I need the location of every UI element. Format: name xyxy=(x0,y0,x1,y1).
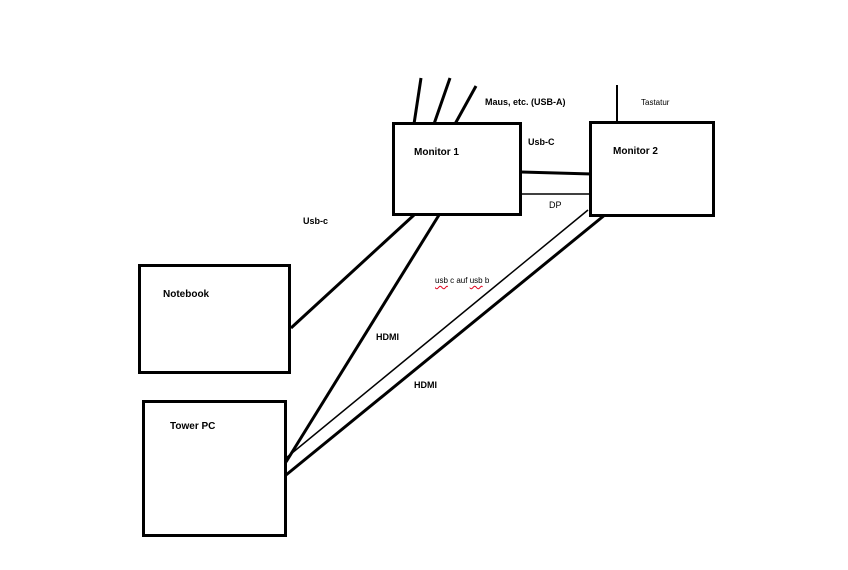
usb-a-cable-2 xyxy=(432,77,452,125)
hdmi-monitor2-tower-link xyxy=(285,212,607,477)
usbc-lower-label: Usb-c xyxy=(303,216,329,226)
monitor2-label: Monitor 2 xyxy=(613,146,658,157)
hdmi-label-2: HDMI xyxy=(414,380,437,390)
usb-a-cable-3 xyxy=(453,85,478,125)
usb-a-cable-1 xyxy=(412,77,423,125)
notebook-box xyxy=(138,264,291,374)
usbc-monitor-link xyxy=(520,170,593,176)
maus-label: Maus, etc. (USB-A) xyxy=(485,97,566,107)
usbc-notebook-link xyxy=(289,213,416,330)
usbc-usbb-link xyxy=(285,209,589,459)
usbc-upper-label: Usb-C xyxy=(528,137,555,147)
dp-label: DP xyxy=(549,200,562,210)
usbc-auf-usbb-label: usb c auf usb b xyxy=(435,276,489,285)
notebook-label: Notebook xyxy=(163,289,210,300)
tastatur-label: Tastatur xyxy=(641,98,670,107)
usbc-auf-usbb-end: b xyxy=(482,276,490,285)
monitor1-label: Monitor 1 xyxy=(414,147,459,158)
tower-pc-box xyxy=(142,400,287,537)
hdmi-label-1: HDMI xyxy=(376,332,399,342)
usbc-auf-usbb-rest: c auf xyxy=(447,276,470,285)
usbc-auf-usbb-word2: usb xyxy=(469,276,483,285)
monitor1-box xyxy=(392,122,522,216)
monitor2-box xyxy=(589,121,715,217)
tower-pc-label: Tower PC xyxy=(170,421,216,432)
usbc-auf-usbb-word1: usb xyxy=(435,276,448,285)
hdmi-monitor1-tower-link xyxy=(284,214,441,463)
